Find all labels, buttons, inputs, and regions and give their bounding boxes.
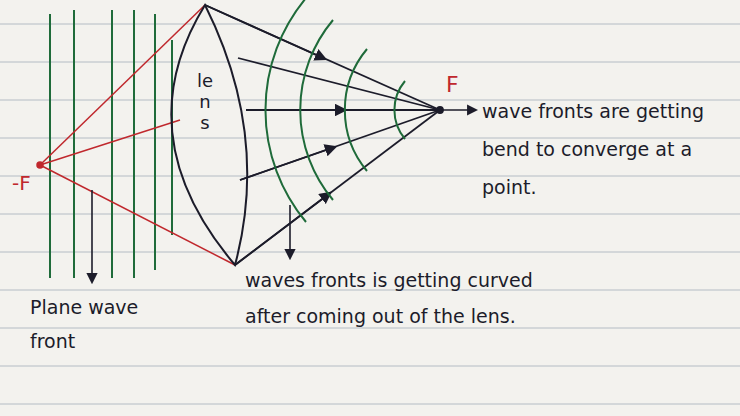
refracted-rays	[205, 5, 443, 265]
lens-label: lens	[196, 70, 214, 133]
note-text: Plane wave front	[30, 290, 160, 358]
note-text: wave fronts are getting bend to converge…	[482, 92, 734, 206]
note-text: waves fronts is getting curved after com…	[245, 262, 535, 334]
converging-wavefronts	[265, 0, 405, 222]
focus-label: F	[446, 72, 476, 98]
convex-lens	[171, 5, 247, 265]
leader-arrows	[92, 110, 476, 282]
plane-wavefronts	[50, 10, 172, 278]
focus-label: -F	[12, 170, 52, 196]
